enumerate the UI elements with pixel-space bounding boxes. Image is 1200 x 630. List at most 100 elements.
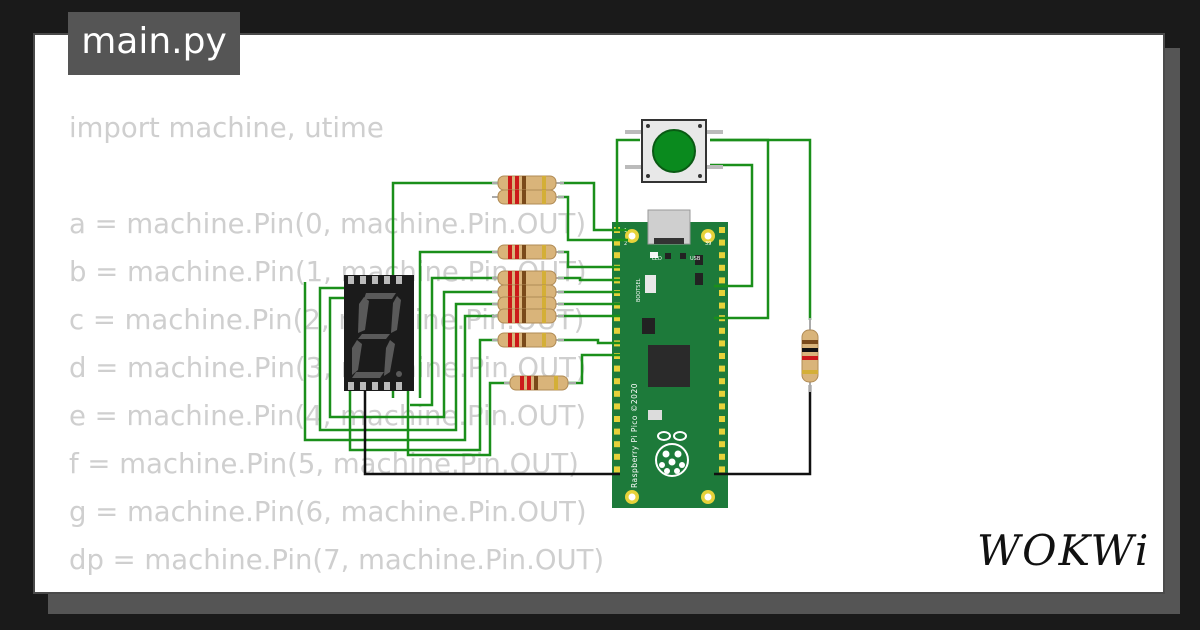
button-lead: [705, 165, 723, 169]
pico-pin[interactable]: [719, 403, 725, 410]
segment-a: [364, 293, 396, 299]
board-chip: [642, 318, 655, 334]
pico-pin[interactable]: [614, 416, 620, 422]
mounting-hole-center: [628, 232, 636, 240]
wire[interactable]: [328, 290, 498, 419]
mounting-hole-center: [704, 493, 712, 501]
mounting-hole-center: [704, 232, 712, 240]
push-button[interactable]: [625, 119, 723, 183]
resistor[interactable]: [504, 375, 576, 391]
pulldown-resistor[interactable]: [801, 318, 819, 392]
segment-g: [358, 334, 390, 339]
resistor[interactable]: [492, 332, 564, 348]
usb-port: [654, 238, 684, 244]
segment-dp: [396, 371, 402, 377]
pico-pin[interactable]: [719, 390, 725, 397]
pico-pin[interactable]: [614, 428, 620, 435]
wire[interactable]: [303, 282, 498, 442]
usb-label: USB: [690, 256, 701, 262]
wire[interactable]: [418, 250, 498, 398]
pico-pin[interactable]: [614, 315, 620, 322]
pico-pin[interactable]: [719, 252, 725, 259]
segment-f: [358, 297, 369, 333]
code-line: dp = machine.Pin(7, machine.Pin.OUT): [69, 544, 605, 576]
resistor[interactable]: [492, 308, 564, 324]
board-component: [695, 273, 703, 285]
resistor-group: [492, 175, 576, 391]
resistor[interactable]: [492, 175, 564, 191]
file-tab[interactable]: main.py: [68, 12, 240, 75]
pico-silkscreen: Raspberry Pi Pico ©2020: [630, 383, 639, 488]
pico-pin[interactable]: [719, 302, 725, 309]
led-indicator: [650, 252, 658, 258]
wire[interactable]: [560, 181, 628, 232]
pico-pin[interactable]: [719, 340, 725, 347]
raspberry-pi-pico[interactable]: LED USB 1 2 39 BOOTSEL Raspberry Pi Pico…: [612, 209, 728, 508]
resistor[interactable]: [492, 244, 564, 260]
wire[interactable]: [710, 138, 812, 320]
pico-pin[interactable]: [719, 277, 725, 284]
pico-pin[interactable]: [719, 239, 725, 246]
resistor[interactable]: [492, 189, 564, 205]
ground-wire[interactable]: [714, 385, 812, 476]
segment-d: [352, 372, 384, 378]
pico-pin[interactable]: [614, 441, 620, 448]
wire[interactable]: [710, 163, 754, 288]
pico-pin[interactable]: [614, 302, 620, 309]
wire[interactable]: [558, 276, 620, 282]
pico-pin[interactable]: [614, 453, 620, 460]
pico-pin[interactable]: [719, 416, 725, 422]
ground-wires: [363, 385, 812, 476]
pico-pin[interactable]: [614, 390, 620, 397]
resistor[interactable]: [492, 296, 564, 312]
wire[interactable]: [318, 286, 498, 432]
file-tab-label: main.py: [81, 21, 227, 62]
pico-pin[interactable]: [614, 327, 620, 334]
button-lead: [625, 165, 643, 169]
wire[interactable]: [558, 250, 620, 269]
resistor[interactable]: [492, 270, 564, 286]
code-line: g = machine.Pin(6, machine.Pin.OUT): [69, 496, 587, 528]
pico-pin[interactable]: [719, 353, 725, 359]
button-lead: [705, 130, 723, 134]
pico-pin[interactable]: [614, 365, 620, 372]
pico-pin[interactable]: [719, 365, 725, 372]
ground-wire[interactable]: [363, 390, 620, 476]
button-cap[interactable]: [652, 129, 696, 173]
pico-pin[interactable]: [719, 264, 725, 271]
wire[interactable]: [558, 338, 620, 345]
segment-b: [391, 296, 401, 333]
pico-pin[interactable]: [614, 466, 620, 473]
pico-pin[interactable]: [719, 327, 725, 334]
pico-pin[interactable]: [614, 378, 620, 385]
board-component: [680, 253, 686, 259]
seven-segment-display[interactable]: [344, 275, 414, 391]
wire[interactable]: [615, 138, 640, 230]
wokwi-logo-icon: WOKWi: [975, 525, 1150, 579]
rp2040-chip: [648, 345, 690, 387]
pico-pin[interactable]: [719, 453, 725, 460]
pico-pin[interactable]: [614, 239, 620, 246]
pico-pin[interactable]: [719, 290, 725, 296]
wire[interactable]: [410, 276, 498, 407]
pin-2-label: 2: [624, 241, 627, 247]
board-component: [665, 253, 671, 259]
pico-pin[interactable]: [719, 428, 725, 435]
pico-pin[interactable]: [614, 403, 620, 410]
pico-pin[interactable]: [719, 378, 725, 385]
wire[interactable]: [406, 381, 510, 457]
segment-c: [384, 340, 395, 376]
wire-group: [303, 138, 812, 457]
pico-pin[interactable]: [614, 252, 620, 259]
button-lead: [625, 130, 643, 134]
wire[interactable]: [348, 338, 498, 452]
brand-name: WOKWi: [977, 526, 1150, 575]
display-pins: [348, 276, 402, 390]
pico-pin[interactable]: [719, 227, 725, 233]
pico-pin[interactable]: [719, 441, 725, 448]
led-label: LED: [652, 256, 662, 262]
bootsel-label: BOOTSEL: [636, 278, 642, 302]
pico-pin[interactable]: [719, 466, 725, 473]
